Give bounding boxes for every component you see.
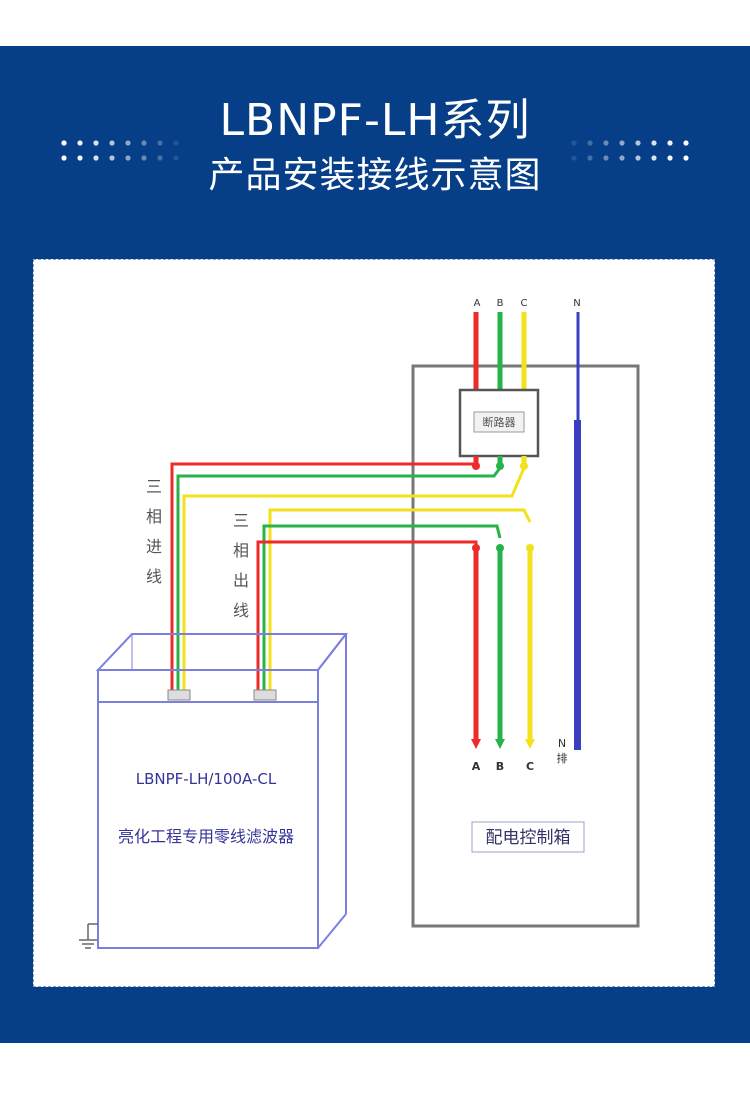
output-label-char-2: 相 xyxy=(233,541,249,560)
n-bar-label-n: N xyxy=(558,737,566,750)
cabinet-label-frame xyxy=(471,821,585,853)
breaker-label: 断路器 xyxy=(483,415,516,429)
filter-output-terminal xyxy=(253,689,277,701)
input-line-c xyxy=(182,467,526,690)
input-label-char-4: 线 xyxy=(146,567,162,586)
output-label-char-3: 出 xyxy=(233,571,249,590)
output-line-c xyxy=(268,508,532,690)
wiring-diagram-frame: 配电控制箱 A B C N 断路器 N 排 A B C 三 相 进 线 三 相 … xyxy=(33,259,715,987)
input-label-char-2: 相 xyxy=(146,507,162,526)
bottom-label-b: B xyxy=(496,760,504,773)
output-label-char-4: 线 xyxy=(233,601,249,620)
top-label-a: A xyxy=(474,298,481,309)
page-title: LBNPF-LH系列 xyxy=(219,95,531,146)
breaker-terminal-b xyxy=(496,462,504,470)
decorative-dots-right xyxy=(571,140,689,161)
breaker-terminal-c xyxy=(520,462,528,470)
neutral-bar xyxy=(574,420,581,750)
bottom-label-c: C xyxy=(526,760,534,773)
filter-input-terminal xyxy=(167,689,191,701)
filter-cabinet xyxy=(95,633,349,949)
top-label-b: B xyxy=(497,298,504,309)
output-line-a xyxy=(256,540,478,690)
page-subtitle: 产品安装接线示意图 xyxy=(208,155,542,196)
n-bar-label-pai: 排 xyxy=(557,751,568,765)
output-line-b xyxy=(262,524,502,690)
breaker-label-plate xyxy=(473,411,525,433)
input-line-b xyxy=(176,467,502,690)
input-label-char-1: 三 xyxy=(146,477,162,496)
decorative-dots-left xyxy=(61,140,179,161)
bottom-label-a: A xyxy=(472,760,481,773)
top-label-c: C xyxy=(521,298,528,309)
input-line-a xyxy=(170,462,478,690)
output-label-char-1: 三 xyxy=(233,511,249,530)
wiring-diagram: 配电控制箱 A B C N 断路器 N 排 A B C 三 相 进 线 三 相 … xyxy=(79,298,640,949)
cabinet-label: 配电控制箱 xyxy=(486,828,571,848)
top-label-n: N xyxy=(573,298,580,309)
filter-name: 亮化工程专用零线滤波器 xyxy=(118,827,294,846)
input-label-char-3: 进 xyxy=(146,537,162,556)
ground-icon xyxy=(79,923,98,949)
filter-model: LBNPF-LH/100A-CL xyxy=(136,770,277,788)
